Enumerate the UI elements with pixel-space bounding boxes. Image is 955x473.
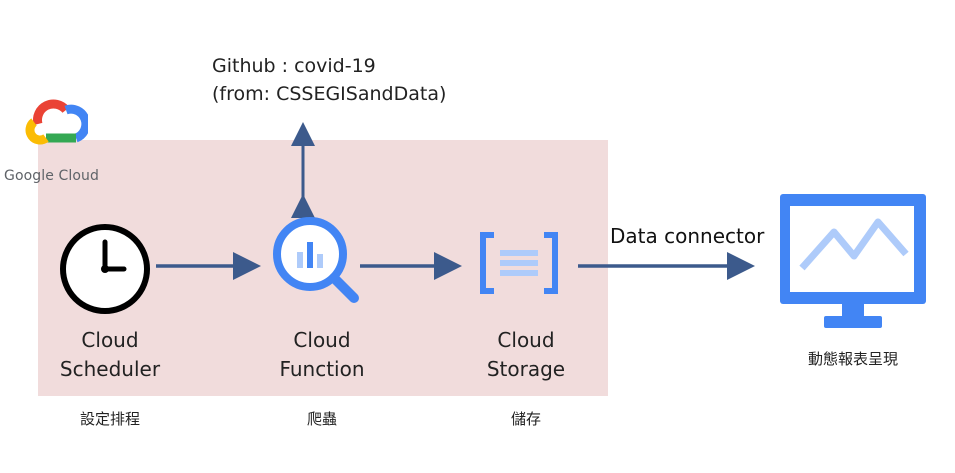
node-function-label: Cloud Function	[262, 326, 382, 384]
scheduler-line-2: Scheduler	[59, 357, 161, 381]
node-scheduler-label: Cloud Scheduler	[50, 326, 170, 384]
source-line-1: Github : covid-19	[212, 55, 376, 77]
function-line-2: Function	[279, 357, 365, 381]
data-connector-label: Data connector	[610, 224, 765, 248]
github-source-label: Github : covid-19 (from: CSSEGISandData)	[212, 52, 446, 108]
storage-sub-label: 儲存	[510, 410, 541, 428]
scheduler-line-1: Cloud	[81, 328, 139, 352]
storage-icon	[480, 232, 558, 294]
scheduler-sub-label: 設定排程	[79, 410, 140, 428]
google-cloud-wordmark: Google Cloud	[4, 168, 100, 184]
google-cloud-logo-icon	[25, 99, 88, 145]
function-line-1: Cloud	[293, 328, 351, 352]
clock-icon	[60, 224, 150, 314]
node-storage-label: Cloud Storage	[466, 326, 586, 384]
storage-line-1: Cloud	[497, 328, 555, 352]
report-sub-label: 動態報表呈現	[807, 350, 898, 368]
function-sub-label: 爬蟲	[306, 410, 337, 428]
source-line-2: (from: CSSEGISandData)	[212, 83, 447, 105]
bigquery-magnifier-icon	[273, 217, 359, 303]
storage-line-2: Storage	[486, 357, 566, 381]
monitor-chart-icon	[780, 194, 926, 328]
